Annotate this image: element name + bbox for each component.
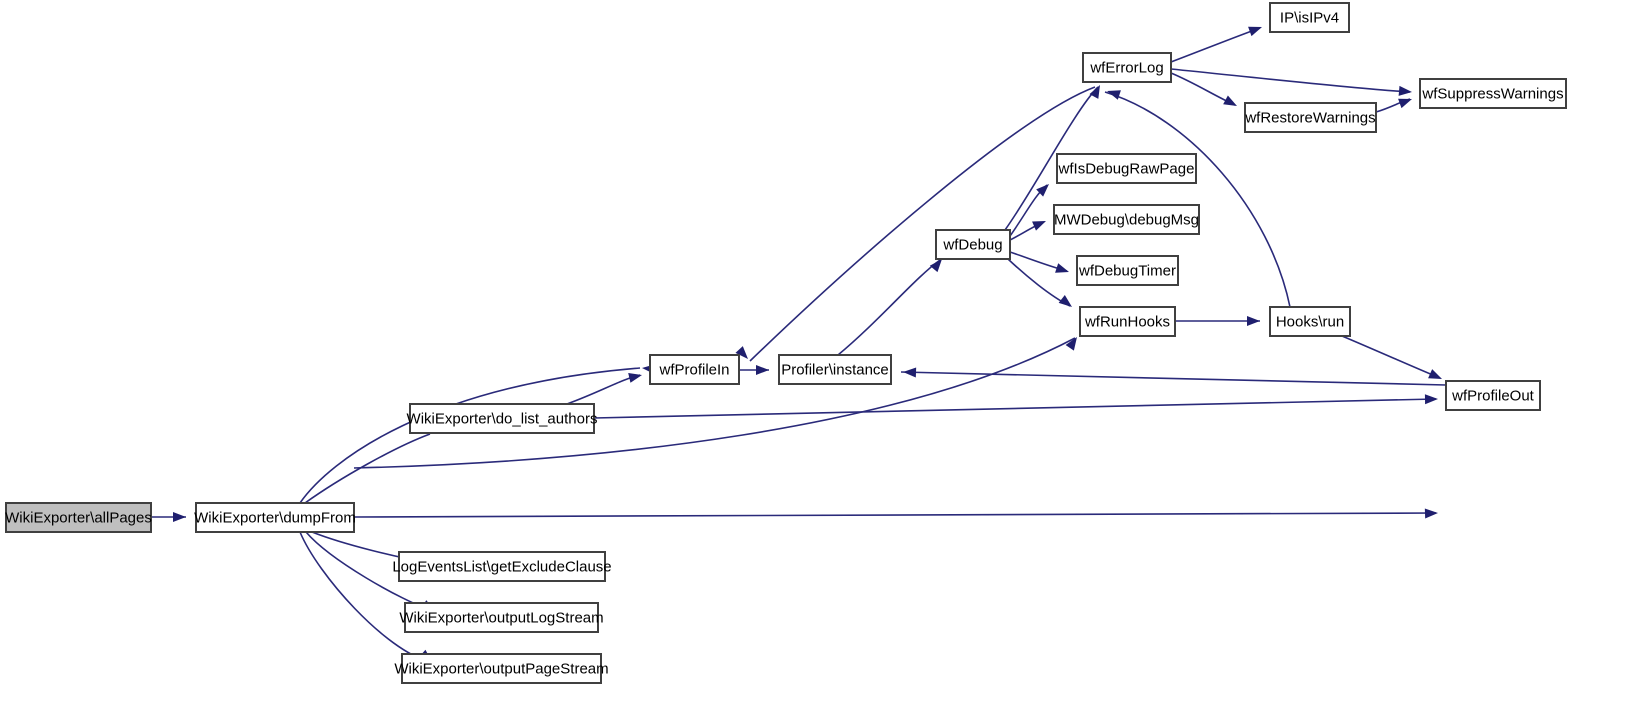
edge-do_list_authors-to-wfProfileOut xyxy=(593,398,1437,419)
node-box[interactable] xyxy=(195,502,355,533)
arrowhead xyxy=(1032,221,1046,231)
edge-wfErrorLog-to-wfProfileIn xyxy=(749,86,1096,362)
arrowhead xyxy=(1223,95,1237,106)
node-wfRunHooks[interactable]: wfRunHooks xyxy=(1079,306,1176,337)
node-box[interactable] xyxy=(778,354,892,385)
arrowhead xyxy=(1089,85,1100,99)
node-outputLogStream[interactable]: WikiExporter\outputLogStream xyxy=(399,602,604,633)
node-box[interactable] xyxy=(1269,306,1351,337)
arrowhead xyxy=(929,259,942,273)
node-box[interactable] xyxy=(401,653,602,684)
edge-wfProfileOut-to-ProfilerInstance xyxy=(900,371,1447,386)
arrowhead xyxy=(1055,263,1069,273)
nodes-layer: WikiExporter\allPages WikiExporter\dumpFr… xyxy=(5,2,1567,684)
arrowhead xyxy=(756,365,769,375)
edge-dumpFrom-to-wfProfileOut xyxy=(353,512,1437,518)
node-Hooksrun[interactable]: Hooks\run xyxy=(1269,306,1351,337)
edge-do_list_authors-to-wfProfileIn xyxy=(566,374,641,405)
node-wfErrorLog[interactable]: wfErrorLog xyxy=(1082,52,1172,83)
arrowhead xyxy=(173,512,186,522)
node-wfProfileIn[interactable]: wfProfileIn xyxy=(649,354,740,385)
node-box[interactable] xyxy=(1053,204,1200,235)
edge-dumpFrom-to-wfProfileIn xyxy=(299,367,641,504)
edge-Hooksrun-to-wfProfileOut xyxy=(1341,335,1441,379)
node-box[interactable] xyxy=(398,551,606,582)
arrowhead xyxy=(1424,394,1438,405)
node-wfRestoreWarnings[interactable]: wfRestoreWarnings xyxy=(1244,102,1377,133)
arrowhead xyxy=(735,346,748,359)
arrowhead xyxy=(1428,369,1442,379)
node-box[interactable] xyxy=(1244,102,1377,133)
node-ProfilerInstance[interactable]: Profiler\instance xyxy=(778,354,892,385)
edge-wfErrorLog-to-wfSuppressWarnings xyxy=(1170,68,1411,93)
node-box[interactable] xyxy=(1445,380,1541,411)
node-box[interactable] xyxy=(1079,306,1176,337)
node-box[interactable] xyxy=(649,354,740,385)
arrowhead xyxy=(1107,90,1121,100)
node-box[interactable] xyxy=(1076,255,1179,286)
node-box[interactable] xyxy=(409,403,595,434)
arrowhead xyxy=(1247,316,1260,326)
arrowhead xyxy=(1424,508,1438,519)
node-wfDebugTimer[interactable]: wfDebugTimer xyxy=(1076,255,1179,286)
node-box[interactable] xyxy=(1082,52,1172,83)
node-box[interactable] xyxy=(404,602,599,633)
node-wfIsDebugRawPage[interactable]: wfIsDebugRawPage xyxy=(1056,153,1197,184)
node-wfDebug[interactable]: wfDebug xyxy=(935,229,1011,260)
node-allPages[interactable]: WikiExporter\allPages xyxy=(5,502,152,533)
node-box[interactable] xyxy=(5,502,152,533)
node-box[interactable] xyxy=(1056,153,1197,184)
node-box[interactable] xyxy=(1269,2,1350,33)
edge-ProfilerInstance-to-wfDebug xyxy=(837,259,941,356)
arrowhead xyxy=(1058,295,1072,307)
node-do_list_authors[interactable]: WikiExporter\do_list_authors xyxy=(407,403,598,434)
arrowhead xyxy=(1065,337,1077,351)
arrowhead xyxy=(628,373,642,383)
arrowhead xyxy=(1398,85,1412,96)
node-wfSuppressWarnings[interactable]: wfSuppressWarnings xyxy=(1419,78,1567,109)
node-box[interactable] xyxy=(1419,78,1567,109)
edge-dumpFrom-to-do_list_authors xyxy=(304,433,431,504)
node-IPisIPv4[interactable]: IP\isIPv4 xyxy=(1269,2,1350,33)
edge-Hooksrun-to-wfErrorLog xyxy=(1104,91,1291,308)
arrowhead xyxy=(903,367,917,378)
edge-wfDebug-to-wfErrorLog xyxy=(1004,86,1099,231)
node-outputPageStream[interactable]: WikiExporter\outputPageStream xyxy=(394,653,609,684)
arrowhead xyxy=(1248,26,1262,37)
node-wfProfileOut[interactable]: wfProfileOut xyxy=(1445,380,1541,411)
edge-wfErrorLog-to-IPisIPv4 xyxy=(1170,27,1261,63)
node-dumpFrom[interactable]: WikiExporter\dumpFrom xyxy=(194,502,356,533)
arrowhead xyxy=(1398,98,1412,109)
arrowhead xyxy=(1036,184,1049,197)
node-MWDebugdebugMsg[interactable]: MWDebug\debugMsg xyxy=(1053,204,1200,235)
node-box[interactable] xyxy=(935,229,1011,260)
node-getExcludeClause[interactable]: LogEventsList\getExcludeClause xyxy=(392,551,612,582)
